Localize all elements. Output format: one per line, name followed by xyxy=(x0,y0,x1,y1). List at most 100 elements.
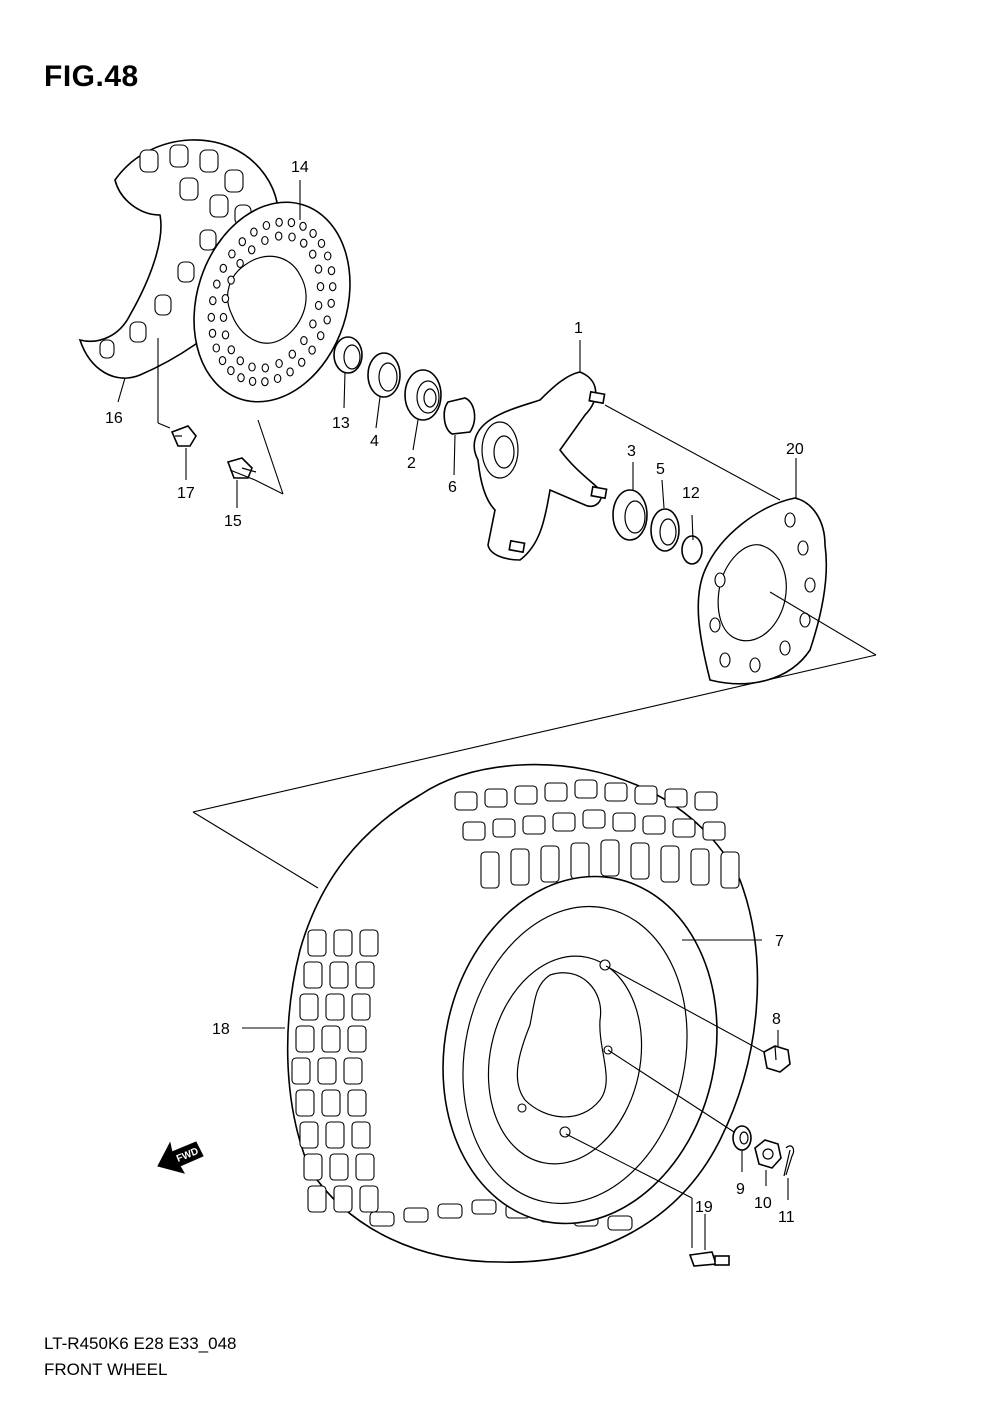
disc-hole xyxy=(299,221,307,231)
tread-block xyxy=(690,848,710,886)
tread-block xyxy=(299,993,319,1021)
callout-16: 16 xyxy=(105,410,123,427)
tread-block xyxy=(321,1089,341,1117)
disc-hole xyxy=(309,319,317,329)
disc-hole xyxy=(236,258,244,268)
tread-block xyxy=(672,818,696,838)
model-code: LT-R450K6 E28 E33_048 xyxy=(44,1334,237,1353)
callout-7: 7 xyxy=(775,933,784,950)
callout-2: 2 xyxy=(407,455,416,472)
tread-block xyxy=(291,1057,311,1085)
hub-guard-plate xyxy=(697,497,828,685)
disc-hole xyxy=(228,249,236,259)
wheel-nut-8 xyxy=(763,1045,791,1073)
tread-block xyxy=(462,821,486,841)
leader-lines xyxy=(117,180,797,1250)
disc-hole xyxy=(261,377,269,387)
tread-block xyxy=(303,1153,323,1181)
tread-block xyxy=(347,1025,367,1053)
callout-9: 9 xyxy=(736,1181,745,1198)
fwd-arrow-icon: FWD xyxy=(157,1141,204,1174)
disc-hole xyxy=(262,220,271,231)
callout-8: 8 xyxy=(772,1011,781,1028)
disc-hole xyxy=(317,238,326,248)
disc-hole xyxy=(328,282,337,292)
disc-hole xyxy=(248,376,257,386)
tread-block xyxy=(612,812,636,832)
disc-hole xyxy=(250,227,258,237)
tread-block xyxy=(471,1199,497,1215)
disc-hole xyxy=(207,312,216,322)
tread-block xyxy=(604,782,628,802)
tread-block xyxy=(582,809,606,829)
disc-hole xyxy=(212,343,221,353)
callout-20: 20 xyxy=(786,441,804,458)
callout-numbers: 1 2 3 4 5 6 7 8 9 10 11 12 13 14 15 16 1… xyxy=(105,159,804,1226)
disc-hole xyxy=(219,312,228,322)
bolt-17 xyxy=(170,425,197,447)
disc-hole xyxy=(274,231,283,241)
tread-block xyxy=(522,815,546,835)
tread-block xyxy=(329,1153,349,1181)
disc-hole xyxy=(286,367,294,377)
tread-block xyxy=(437,1203,463,1219)
wheel-hub xyxy=(473,371,608,561)
tread-block xyxy=(514,785,538,805)
tread-block xyxy=(359,1185,379,1213)
tread-block xyxy=(325,1121,345,1149)
tread-block xyxy=(347,1089,367,1117)
tread-block xyxy=(664,788,688,808)
disc-hole xyxy=(261,363,270,373)
tread-block xyxy=(484,788,508,808)
brake-disc xyxy=(193,201,351,403)
disc-hole xyxy=(300,336,308,346)
tread-block xyxy=(307,929,327,957)
disc-hole xyxy=(273,373,282,384)
tread-block xyxy=(321,1025,341,1053)
seal-12 xyxy=(681,535,703,565)
disc-hole xyxy=(316,331,325,341)
tread-block xyxy=(574,779,598,799)
disc-hole xyxy=(227,366,235,376)
tread-block xyxy=(343,1057,363,1085)
spacer-5 xyxy=(650,508,680,552)
disc-hole xyxy=(314,300,323,310)
callout-19: 19 xyxy=(695,1199,713,1216)
tread-block xyxy=(702,821,726,841)
tread-block xyxy=(492,818,516,838)
tread-block xyxy=(355,961,375,989)
callout-4: 4 xyxy=(370,433,379,450)
disc-hole xyxy=(213,279,221,289)
tread-block xyxy=(325,993,345,1021)
tread-block xyxy=(552,812,576,832)
callout-5: 5 xyxy=(656,461,665,478)
callout-13: 13 xyxy=(332,415,350,432)
disc-hole xyxy=(308,249,317,259)
callout-17: 17 xyxy=(177,485,195,502)
disc-hole xyxy=(236,356,245,366)
disc-hole xyxy=(314,264,323,274)
tread-block xyxy=(307,1185,327,1213)
disc-hole xyxy=(209,296,217,306)
tread-block xyxy=(660,845,680,883)
disc-hole xyxy=(323,251,332,261)
callout-1: 1 xyxy=(574,320,583,337)
tread-block xyxy=(299,1121,319,1149)
figure-title: FIG.48 xyxy=(44,60,139,93)
disc-hole xyxy=(227,275,235,285)
castle-nut-10 xyxy=(754,1139,782,1169)
tread-block xyxy=(295,1025,315,1053)
callout-10: 10 xyxy=(754,1195,772,1212)
disc-hole xyxy=(288,349,297,359)
disc-hole xyxy=(218,356,227,366)
oil-seal-13 xyxy=(333,336,363,374)
disc-hole xyxy=(238,237,247,247)
disc-hole xyxy=(327,298,335,308)
tread-block xyxy=(630,842,650,880)
tread-block xyxy=(403,1207,429,1223)
callout-12: 12 xyxy=(682,485,700,502)
tread-block xyxy=(642,815,666,835)
tread-block xyxy=(295,1089,315,1117)
tread-block xyxy=(351,1121,371,1149)
